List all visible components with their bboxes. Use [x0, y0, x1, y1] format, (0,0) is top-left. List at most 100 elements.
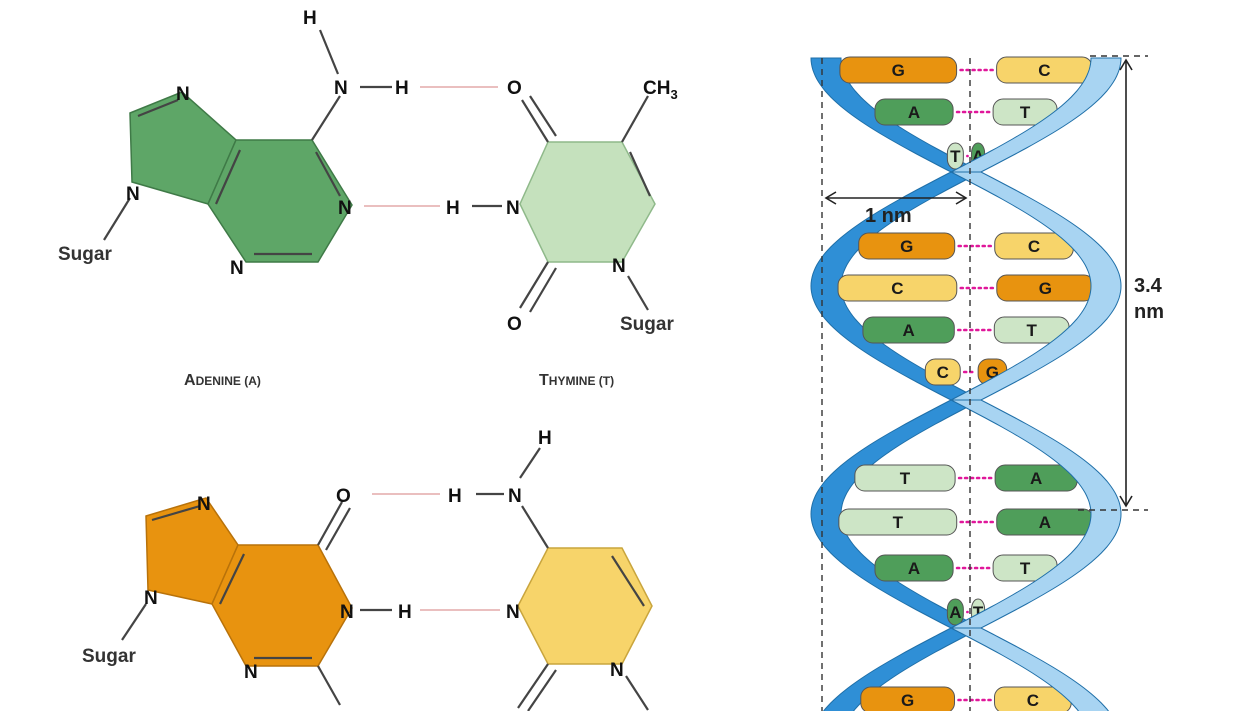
guanine-amine-bond: [317, 665, 341, 706]
adenine-name: ADENINE (A): [184, 372, 261, 389]
adenine-amine-h: H: [395, 78, 409, 99]
guanine-double-bond: [151, 504, 201, 522]
helix-strand-front-segment: [950, 627, 1113, 716]
adenine-amine-h: H: [303, 8, 317, 29]
helix-width-label: 1 nm: [865, 205, 912, 227]
adenine-nh-bond: [318, 29, 340, 75]
adenine-atom-n: N: [176, 84, 190, 105]
thymine-atom-n: N: [612, 256, 626, 277]
cytosine-double-bond: [611, 555, 645, 607]
cytosine-atom-n: N: [610, 660, 624, 681]
cytosine-carbonyl-bond: [527, 669, 557, 712]
thymine-carbonyl-bond: [519, 261, 549, 309]
guanine-sugar-label: Sugar: [82, 646, 136, 667]
cytosine-atom-h: H: [538, 428, 552, 449]
base-left-shape: [839, 56, 958, 84]
width-arrow: [824, 191, 968, 205]
cytosine-carbonyl-bond: [517, 663, 549, 709]
thymine-sugar-label: Sugar: [620, 314, 674, 335]
base-left-shape: [854, 464, 956, 492]
cytosine-ring: [517, 547, 653, 665]
base-left-letter: C: [891, 279, 903, 298]
thymine-sugar-bond: [627, 275, 649, 311]
base-left-letter: G: [901, 691, 914, 710]
base-left-shape: [924, 358, 961, 386]
guanine-atom-n: N: [197, 494, 211, 515]
thymine-atom-n: N: [506, 198, 520, 219]
cytosine-nh-bond: [519, 447, 541, 479]
thymine-carbonyl-bond: [529, 95, 557, 137]
adenine-amine-bond: [311, 95, 341, 141]
base-left-letter: A: [908, 559, 920, 578]
guanine-atom-h: H: [398, 602, 412, 623]
cytosine-atom-n: N: [508, 486, 522, 507]
thymine-atom-o: O: [507, 314, 522, 335]
base-left-letter: A: [902, 321, 914, 340]
base-left-letter: A: [908, 103, 920, 122]
thymine-methyl-label: CH3: [643, 78, 678, 102]
base-right-letter: T: [1020, 103, 1031, 122]
base-left-letter: T: [900, 469, 911, 488]
base-left-letter: A: [949, 603, 961, 622]
thymine-double-bond: [628, 151, 652, 197]
guanine-carbonyl-bond: [317, 501, 343, 546]
base-left-shape: [874, 554, 954, 582]
cytosine-atom-n: N: [506, 602, 520, 623]
cytosine-amine-bond: [521, 505, 549, 549]
thymine-carbonyl-bond: [529, 267, 557, 313]
helix-pitch-unit: nm: [1134, 301, 1164, 323]
thymine-molecule: O H N N O CH3 Sugar THYMINE (T): [446, 78, 678, 389]
helix-pitch-value: 3.4: [1134, 275, 1163, 297]
guanine-carbonyl-bond: [325, 507, 351, 551]
guanine-six-ring: [211, 544, 353, 667]
thymine-atom-h: H: [446, 198, 460, 219]
base-left-shape: [946, 598, 964, 626]
adenine-double-bond: [315, 151, 341, 197]
base-left-letter: C: [937, 363, 949, 382]
helix-strand-back-segment: [819, 627, 982, 716]
adenine-atom-n: N: [338, 198, 352, 219]
base-left-shape: [837, 274, 958, 302]
adenine-molecule: N N N N N H H Sugar ADENINE (A): [58, 8, 409, 389]
thymine-carbonyl-bond: [521, 99, 549, 143]
thymine-name: THYMINE (T): [539, 372, 614, 389]
adenine-double-bond: [137, 98, 179, 118]
guanine-atom-n: N: [340, 602, 354, 623]
cytosine-sugar-bond: [625, 675, 649, 711]
adenine-six-ring: [207, 139, 353, 263]
adenine-amine-n: N: [334, 78, 348, 99]
adenine-sugar-bond: [103, 197, 131, 241]
adenine-atom-n: N: [126, 184, 140, 205]
base-right-letter: C: [1038, 61, 1050, 80]
base-right-letter: T: [1020, 559, 1031, 578]
base-left-shape: [874, 98, 954, 126]
base-right-letter: C: [1028, 237, 1040, 256]
base-left-shape: [858, 232, 956, 260]
base-left-letter: G: [892, 61, 905, 80]
thymine-atom-o: O: [507, 78, 522, 99]
base-left-shape: [838, 508, 958, 536]
base-left-letter: T: [893, 513, 904, 532]
cytosine-atom-h: H: [448, 486, 462, 507]
base-right-letter: T: [1026, 321, 1037, 340]
guanine-atom-o: O: [336, 486, 351, 507]
guanine-double-bond: [219, 553, 245, 605]
base-right-letter: G: [1039, 279, 1052, 298]
base-right-letter: T: [973, 603, 984, 622]
helix-front-strand: [950, 57, 1122, 716]
base-right-letter: A: [1030, 469, 1042, 488]
adenine-atom-n: N: [230, 258, 244, 279]
thymine-methyl-bond: [621, 95, 649, 143]
base-right-letter: C: [1027, 691, 1039, 710]
